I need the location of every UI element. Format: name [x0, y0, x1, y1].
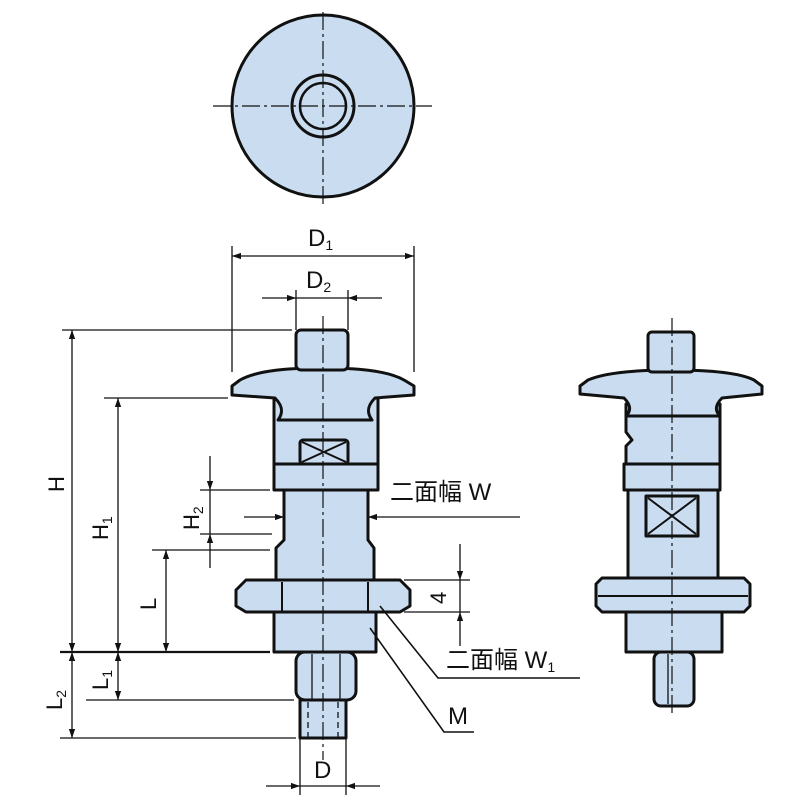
front-plunger-tip — [294, 650, 358, 702]
side-view — [578, 318, 764, 716]
dimension-lines — [60, 246, 580, 795]
label-h1: H1 — [88, 516, 115, 540]
label-d1: D1 — [308, 225, 333, 253]
label-l1: L1 — [88, 670, 115, 690]
front-top-pin — [294, 328, 350, 372]
w1-leader — [379, 605, 580, 679]
dimension-labels: D1 D2 D H H1 H2 L L1 L2 4 二面幅 W — [42, 225, 555, 784]
label-l: L — [136, 598, 161, 610]
label-l2: L2 — [42, 690, 69, 710]
label-h2: H2 — [179, 506, 206, 530]
top-view — [213, 12, 432, 204]
side-top-pin — [646, 330, 696, 374]
label-w: 二面幅 W — [390, 479, 492, 506]
front-body-thread — [272, 610, 378, 654]
label-h: H — [44, 476, 69, 492]
side-knob — [578, 368, 764, 418]
front-hex-nut — [234, 578, 412, 614]
label-four: 4 — [426, 592, 451, 604]
label-w1: 二面幅 W1 — [446, 647, 555, 675]
front-cam-cross-b — [301, 441, 347, 463]
label-d2: D2 — [306, 267, 331, 295]
side-body-thread — [624, 610, 724, 654]
label-d: D — [314, 757, 331, 784]
front-neck — [274, 488, 376, 582]
side-plunger-tip — [652, 650, 696, 708]
front-view — [230, 316, 416, 760]
label-m: M — [448, 703, 468, 730]
front-collar — [272, 462, 380, 492]
m-leader — [369, 627, 474, 733]
